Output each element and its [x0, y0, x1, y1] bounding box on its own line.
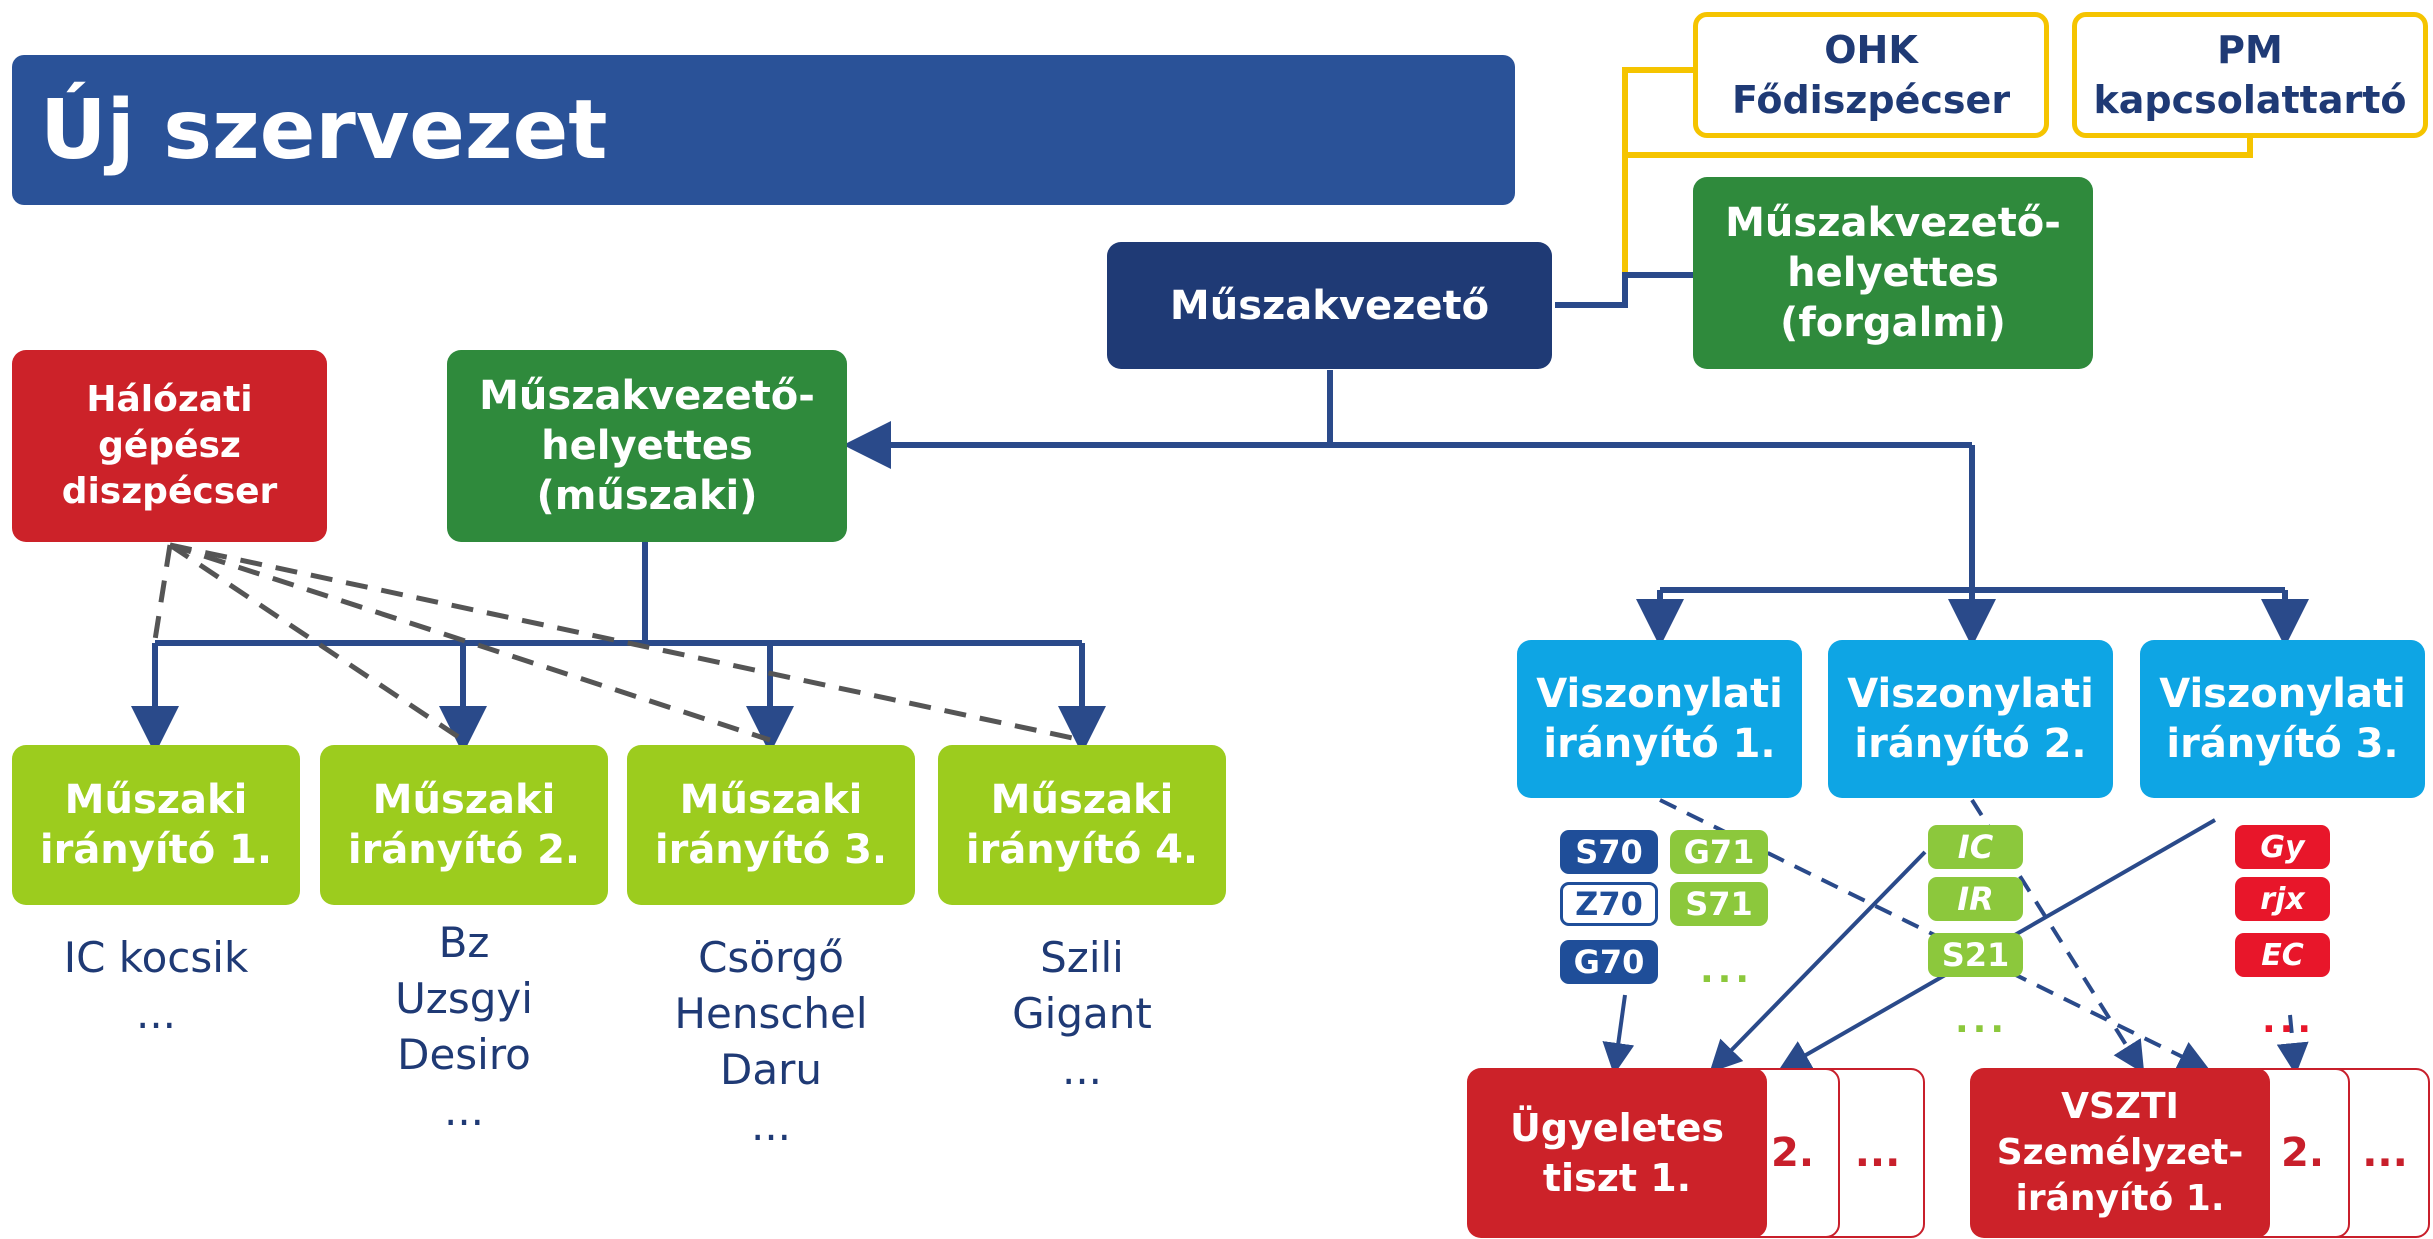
deputy-traffic-line-1: Műszakvezető- [1725, 200, 2061, 246]
group3-ellipsis: ... [2262, 1000, 2316, 1041]
tag-s71: S71 [1670, 882, 1768, 926]
tech-controller-1-line-2: irányító 1. [39, 827, 273, 873]
tech-controller-3-line-2: irányító 3. [654, 827, 888, 873]
crew-controller-line-2: Személyzet- [1996, 1132, 2244, 1173]
pm-line-1: PM [2217, 28, 2283, 72]
network-engineer-line-2: gépész [98, 425, 241, 466]
deputy-technical-box: Műszakvezető- helyettes (műszaki) [447, 350, 847, 542]
vehicle-list-3: Csörgő Henschel Daru ... [627, 930, 915, 1154]
route-controller-2-line-2: irányító 2. [1854, 721, 2087, 767]
yellow-connectors [1622, 67, 2253, 275]
network-engineer-line-3: diszpécser [61, 471, 278, 512]
tag-s70: S70 [1560, 830, 1658, 874]
ohk-line-1: OHK [1824, 28, 1918, 72]
technical-branch [131, 540, 1106, 754]
deputy-technical-line-1: Műszakvezető- [479, 373, 815, 419]
route-controller-3-line-2: irányító 3. [2166, 721, 2399, 767]
vehicle-list-1-item: ... [135, 989, 177, 1038]
duty-officer-line-2: tiszt 1. [1542, 1156, 1692, 1200]
vehicle-list-2-item: Bz [438, 918, 490, 967]
network-engineer-line-1: Hálózati [86, 379, 253, 420]
crew-controller-line-1: VSZTI [2061, 1086, 2179, 1127]
tech-controller-4-line-1: Műszaki [990, 777, 1174, 823]
tech-controller-2-line-2: irányító 2. [347, 827, 581, 873]
deputy-traffic-line-2: helyettes [1787, 250, 1999, 296]
pm-box: PM kapcsolattartó [2072, 12, 2428, 138]
vehicle-list-1-item: IC kocsik [63, 933, 249, 982]
vehicle-list-4-item: ... [1061, 1045, 1103, 1094]
crew-controller-line-3: irányító 1. [2015, 1178, 2225, 1219]
crew-controller-1: VSZTI Személyzet- irányító 1. [1970, 1068, 2270, 1238]
duty-officer-2-label: 2. [1770, 1130, 1815, 1176]
crew-controller-more-label: ... [2362, 1130, 2408, 1176]
network-dashed-lines [152, 542, 1083, 743]
main-trunk [843, 370, 2309, 647]
deputy-traffic-box: Műszakvezető- helyettes (forgalmi) [1693, 177, 2093, 369]
shift-leader-box: Műszakvezető [1107, 242, 1552, 369]
tag-rjx: rjx [2235, 877, 2330, 921]
vehicle-list-2-item: Desiro [397, 1030, 531, 1079]
route-controller-2-line-1: Viszonylati [1847, 671, 2094, 717]
vehicle-list-3-item: Henschel [674, 989, 868, 1038]
tech-controller-2-line-1: Műszaki [372, 777, 556, 823]
duty-officer-line-1: Ügyeletes [1510, 1106, 1724, 1150]
tag-s21: S21 [1928, 933, 2023, 977]
vehicle-list-4-item: Szili [1040, 933, 1124, 982]
vehicle-list-2-item: Uzsgyi [395, 974, 533, 1023]
duty-officer-more-label: ... [1854, 1130, 1901, 1176]
tag-z70: Z70 [1560, 882, 1658, 926]
vehicle-list-2-item: ... [443, 1086, 485, 1135]
group2-ellipsis: ... [1955, 1000, 2009, 1041]
tag-gy: Gy [2235, 825, 2330, 869]
page-title: Új szervezet [12, 55, 1515, 205]
tech-controller-1-line-1: Műszaki [64, 777, 248, 823]
tag-g71: G71 [1670, 830, 1768, 874]
deputy-technical-line-3: (műszaki) [536, 473, 758, 519]
tech-controller-3-line-1: Műszaki [679, 777, 863, 823]
tag-g70: G70 [1560, 940, 1658, 984]
tag-ec: EC [2235, 933, 2330, 977]
tag-ic: IC [1928, 825, 2023, 869]
shift-leader-label: Műszakvezető [1169, 282, 1490, 329]
route-controller-3-line-1: Viszonylati [2159, 671, 2406, 717]
vehicle-list-1: IC kocsik ... [12, 930, 300, 1042]
deputy-technical-line-2: helyettes [541, 423, 753, 469]
route-controller-1-line-1: Viszonylati [1536, 671, 1783, 717]
duty-officer-1: Ügyeletes tiszt 1. [1467, 1068, 1767, 1238]
tech-controller-4-line-2: irányító 4. [965, 827, 1199, 873]
vehicle-list-4-item: Gigant [1012, 989, 1152, 1038]
route-controller-1-line-2: irányító 1. [1543, 721, 1776, 767]
vehicle-list-4: Szili Gigant ... [938, 930, 1226, 1098]
vehicle-list-3-item: Daru [720, 1045, 822, 1094]
ohk-line-2: Fődiszpécser [1731, 78, 2011, 122]
tag-ir: IR [1928, 877, 2023, 921]
vehicle-list-3-item: ... [750, 1101, 792, 1150]
group1-ellipsis: ... [1700, 950, 1754, 991]
crew-controller-2-label: 2. [2280, 1130, 2325, 1176]
vehicle-list-3-item: Csörgő [698, 933, 844, 982]
ohk-box: OHK Fődiszpécser [1693, 12, 2049, 138]
pm-line-2: kapcsolattartó [2093, 78, 2407, 122]
deputy-traffic-line-3: (forgalmi) [1780, 300, 2006, 346]
vehicle-list-2: Bz Uzsgyi Desiro ... [320, 915, 608, 1139]
network-engineer-box: Hálózati gépész diszpécser [12, 350, 327, 542]
